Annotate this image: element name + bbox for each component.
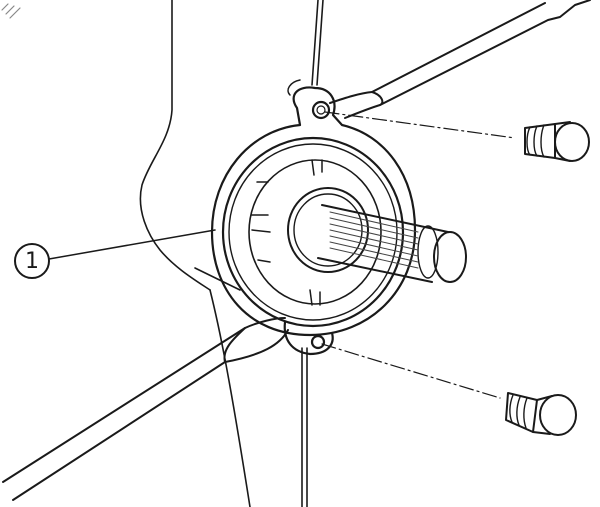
casing-outline [139, 0, 324, 507]
housing [210, 79, 417, 356]
callout-leader-line [48, 229, 216, 260]
callout-1 [14, 229, 216, 279]
screwdriver-upper [329, 0, 591, 119]
bolt-axis-lines [321, 111, 516, 399]
bolt-lower [505, 392, 577, 436]
splined-shaft [317, 204, 467, 283]
corner-hatch [1, 3, 21, 19]
callout-circle [14, 243, 50, 279]
bolt-upper [524, 121, 590, 162]
callout-number: 1 [25, 248, 39, 274]
